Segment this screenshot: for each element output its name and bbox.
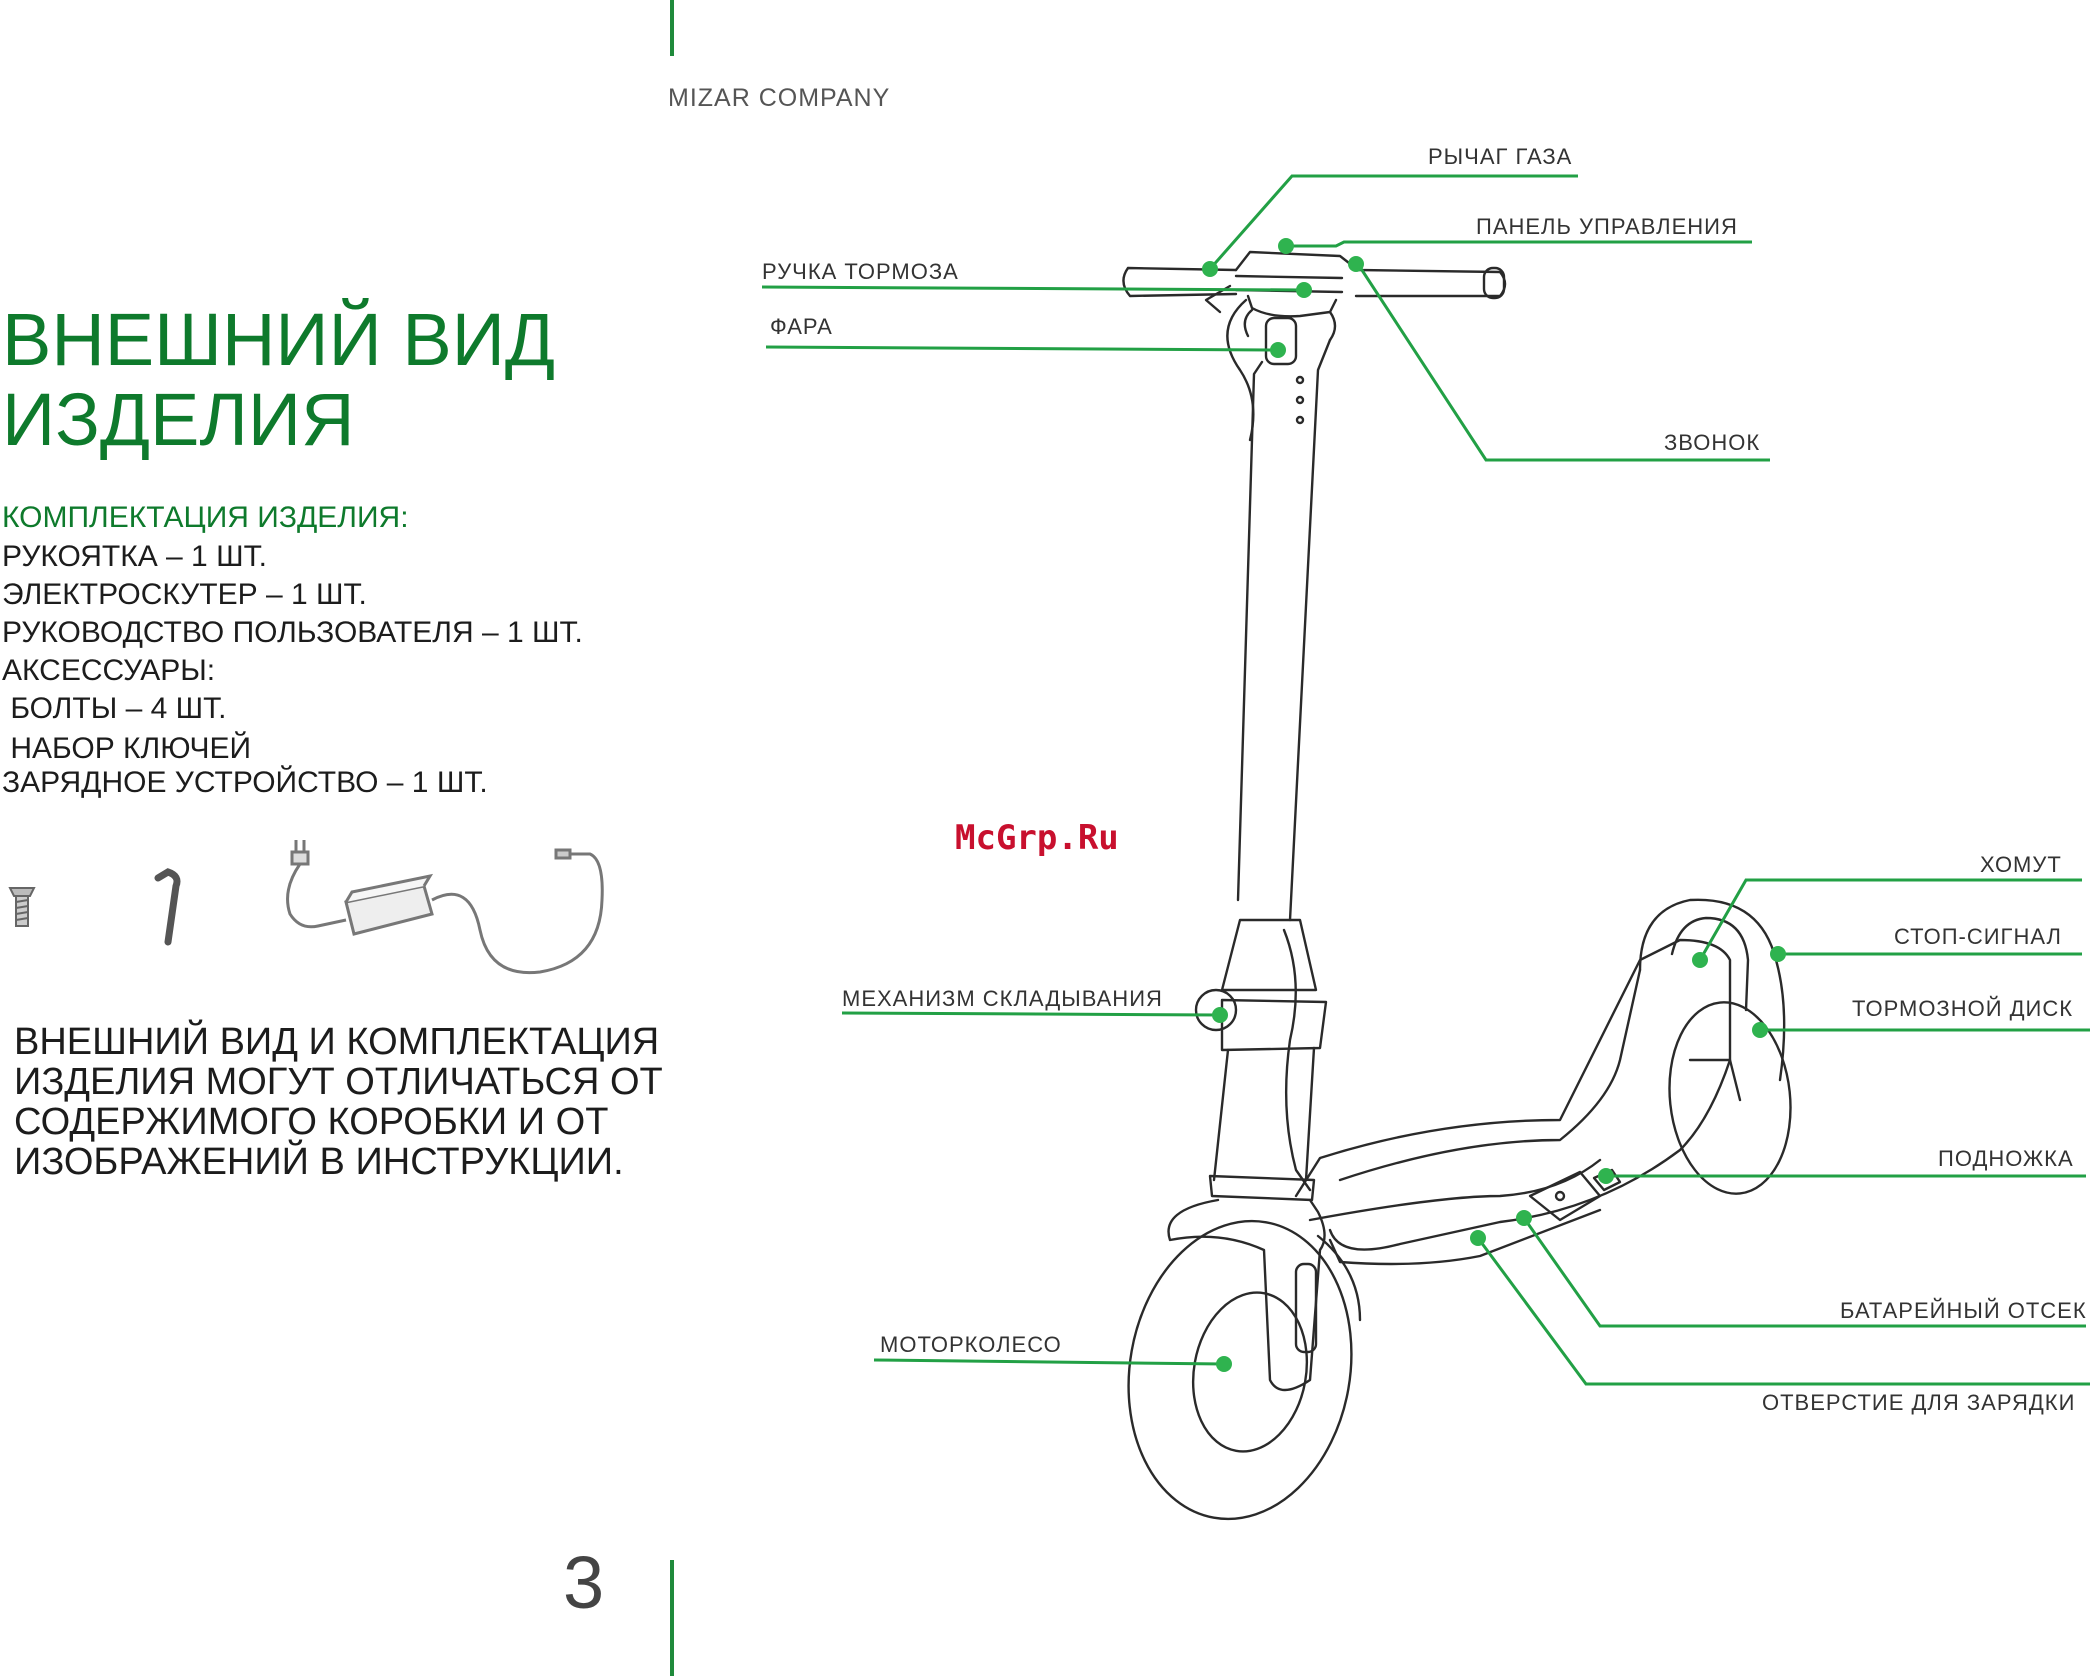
kit-item: ЭЛЕКТРОСКУТЕР – 1 ШТ. (2, 578, 367, 611)
callout-control-panel: ПАНЕЛЬ УПРАВЛЕНИЯ (1476, 214, 1738, 239)
kit-item: РУКОВОДСТВО ПОЛЬЗОВАТЕЛЯ – 1 ШТ. (2, 616, 583, 649)
callout-clamp: ХОМУТ (1980, 852, 2062, 877)
watermark-text: McGrp.Ru (955, 818, 1119, 858)
disclaimer-line: ИЗОБРАЖЕНИЙ В ИНСТРУКЦИИ. (14, 1141, 624, 1183)
folding-dot (1212, 1007, 1228, 1023)
kit-heading: КОМПЛЕКТАЦИЯ ИЗДЕЛИЯ: (2, 501, 409, 534)
page-title-line-1: ВНЕШНИЙ ВИД (2, 298, 556, 381)
brake-lever-leader (761, 285, 1305, 292)
kit-list: РУКОЯТКА – 1 ШТ. ЭЛЕКТРОСКУТЕР – 1 ШТ. Р… (2, 540, 583, 800)
clamp-leader (1698, 878, 2082, 961)
callout-dots (1202, 238, 1786, 1372)
top-divider-rule (670, 0, 674, 56)
throttle-leader (1208, 174, 1578, 270)
battery-dot (1516, 1210, 1532, 1226)
control-panel-leader (1286, 240, 1752, 248)
kit-item: НАБОР КЛЮЧЕЙ (2, 732, 252, 765)
kit-icons (8, 840, 604, 975)
page-title-line-2: ИЗДЕЛИЯ (2, 378, 355, 461)
charging-port-dot (1470, 1230, 1486, 1246)
folding-leader (841, 1011, 1221, 1017)
disclaimer-line: ИЗДЕЛИЯ МОГУТ ОТЛИЧАТЬСЯ ОТ (14, 1061, 663, 1103)
callout-folding: МЕХАНИЗМ СКЛАДЫВАНИЯ (842, 986, 1163, 1011)
headlight-dot (1270, 342, 1286, 358)
callout-kickstand: ПОДНОЖКА (1938, 1146, 2074, 1171)
brand-name: MIZAR COMPANY (668, 84, 891, 112)
brake-lever-dot (1296, 282, 1312, 298)
callout-motor-wheel: МОТОРКОЛЕСО (880, 1332, 1062, 1357)
callout-headlight: ФАРА (770, 314, 833, 339)
stop-light-dot (1770, 946, 1786, 962)
charger-icon (286, 840, 604, 975)
page-title: ВНЕШНИЙ ВИД ИЗДЕЛИЯ (2, 300, 555, 460)
throttle-dot (1202, 261, 1218, 277)
callout-bell: ЗВОНОК (1664, 430, 1761, 455)
kit-item: РУКОЯТКА – 1 ШТ. (2, 540, 267, 573)
callout-lines (761, 174, 2090, 1386)
disclaimer-line: ВНЕШНИЙ ВИД И КОМПЛЕКТАЦИЯ (14, 1021, 660, 1063)
brake-disc-dot (1752, 1022, 1768, 1038)
disclaimer-note: ВНЕШНИЙ ВИД И КОМПЛЕКТАЦИЯ ИЗДЕЛИЯ МОГУТ… (14, 1022, 663, 1182)
bell-dot (1348, 256, 1364, 272)
motor-wheel-dot (1216, 1356, 1232, 1372)
kit-item: ЗАРЯДНОЕ УСТРОЙСТВО – 1 ШТ. (2, 766, 488, 799)
bolt-icon (8, 887, 36, 927)
kit-item: АКСЕССУАРЫ: (2, 654, 216, 687)
clamp-dot (1692, 952, 1708, 968)
bottom-divider-rule (670, 1560, 674, 1676)
callout-brake-disc: ТОРМОЗНОЙ ДИСК (1852, 996, 2074, 1021)
control-panel-dot (1278, 238, 1294, 254)
bell-leader (1356, 263, 1770, 462)
page-number: 3 (563, 1541, 605, 1624)
battery-leader (1522, 1217, 2086, 1328)
charging-port-leader (1476, 1237, 2090, 1386)
motor-wheel-leader (873, 1358, 1225, 1366)
kit-item: БОЛТЫ – 4 ШТ. (2, 692, 227, 725)
callout-charging-port: ОТВЕРСТИЕ ДЛЯ ЗАРЯДКИ (1762, 1390, 2076, 1415)
callout-throttle: РЫЧАГ ГАЗА (1428, 144, 1573, 169)
kickstand-dot (1598, 1168, 1614, 1184)
callout-battery: БАТАРЕЙНЫЙ ОТСЕК (1840, 1298, 2087, 1323)
hex-key-icon (154, 868, 181, 946)
disclaimer-line: СОДЕРЖИМОГО КОРОБКИ И ОТ (14, 1101, 609, 1143)
callout-brake-lever: РУЧКА ТОРМОЗА (762, 259, 959, 284)
callout-stop-light: СТОП-СИГНАЛ (1894, 924, 2062, 949)
scooter-illustration (1122, 250, 1792, 1521)
headlight-leader (765, 345, 1279, 352)
